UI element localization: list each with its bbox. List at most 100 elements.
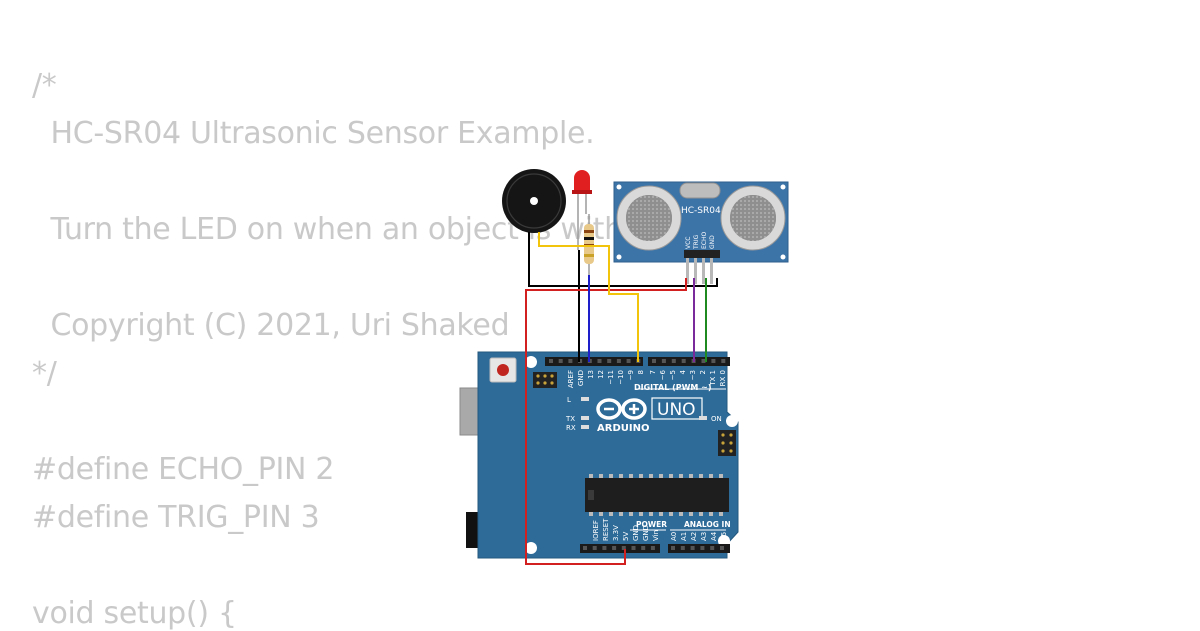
red-led[interactable] (572, 170, 592, 250)
pin-socket[interactable] (690, 546, 695, 550)
pin-socket[interactable] (583, 546, 587, 550)
pin-socket[interactable] (661, 359, 666, 363)
wire-5v (525, 278, 687, 565)
pin-socket[interactable] (720, 546, 724, 550)
digital-pin-label: AREF (567, 370, 575, 388)
power-pin-label: IOREF (592, 520, 600, 541)
microcontroller-chip (585, 474, 729, 516)
analog-pin-label: A2 (690, 532, 698, 541)
pin-socket[interactable] (616, 359, 621, 363)
pin-socket[interactable] (641, 546, 646, 550)
rx-led (581, 425, 589, 429)
code-line: #define TRIG_PIN 3 (32, 500, 320, 535)
mounting-hole (726, 415, 738, 427)
pin-socket[interactable] (711, 359, 716, 363)
digital-pin-label: ~10 (617, 370, 625, 385)
power-pin-label: GND (632, 525, 640, 541)
sensor-pin-label: ECHO (701, 232, 708, 249)
bottom-headers (580, 544, 730, 553)
digital-pin-label: 13 (587, 370, 595, 379)
digital-pin-label: ~5 (669, 370, 677, 380)
pin-socket[interactable] (597, 359, 602, 363)
code-line: HC-SR04 Ultrasonic Sensor Example. (32, 116, 595, 151)
pin-socket[interactable] (631, 546, 636, 550)
led-rim (572, 190, 592, 194)
wires (525, 232, 718, 565)
digital-header (545, 357, 730, 366)
pin-socket[interactable] (612, 546, 617, 550)
led-body (574, 170, 590, 192)
analog-pin-label: A4 (710, 531, 718, 541)
mounting-hole (525, 542, 537, 554)
digital-header-label: DIGITAL (PWM ~) (634, 383, 712, 392)
code-line: */ (32, 356, 57, 391)
pin-socket[interactable] (650, 546, 655, 550)
power-pin-label: GND (642, 525, 650, 541)
digital-pin-label: 8 (637, 370, 645, 374)
crystal-oscillator (679, 182, 721, 199)
wire-gnd-sensor (528, 232, 718, 287)
sensor-pin-label: GND (709, 235, 716, 249)
model-label: UNO (657, 400, 696, 420)
sensor-pin-label: VCC (685, 237, 692, 249)
ultrasonic-transducer-left (616, 185, 682, 251)
analog-pin-label: A0 (670, 532, 678, 541)
pin-socket[interactable] (607, 359, 612, 363)
pin-socket[interactable] (652, 359, 656, 363)
sensor-label: HC-SR04 (681, 206, 721, 216)
digital-pin-label: ~3 (689, 370, 697, 380)
buzzer-ring (506, 173, 562, 229)
pin-socket[interactable] (671, 546, 675, 550)
pin-socket[interactable] (558, 359, 563, 363)
power-pin-label: Vin (652, 530, 660, 541)
icsp-header-right (718, 430, 736, 456)
resistor[interactable] (584, 214, 594, 275)
digital-pin-label: 12 (597, 370, 605, 379)
pin-socket[interactable] (592, 546, 597, 550)
power-header-label: POWER (636, 520, 667, 529)
l-led (581, 397, 589, 401)
code-line: /* (32, 68, 57, 103)
buzzer-hole (530, 197, 538, 205)
pin-socket[interactable] (621, 546, 626, 550)
pin-socket[interactable] (549, 359, 553, 363)
digital-pin-label: TX 1 (709, 370, 717, 387)
digital-pin-label: RX 0 (719, 370, 727, 386)
power-led-label: ON (711, 415, 722, 423)
pin-socket[interactable] (671, 359, 676, 363)
power-pin-label: 5V (622, 532, 630, 541)
digital-pin-label: 7 (649, 370, 657, 374)
pin-socket[interactable] (681, 359, 686, 363)
pin-socket[interactable] (578, 359, 583, 363)
pin-socket[interactable] (680, 546, 685, 550)
pin-socket[interactable] (626, 359, 631, 363)
power-led (699, 416, 707, 420)
pin-socket[interactable] (701, 359, 706, 363)
l-led-label: L (567, 396, 571, 404)
analog-pin-label: A3 (700, 532, 708, 541)
pin-socket[interactable] (568, 359, 573, 363)
mounting-hole (525, 356, 537, 368)
digital-pin-label: 2 (699, 370, 707, 374)
piezo-buzzer[interactable] (502, 169, 566, 233)
analog-pin-label: A1 (680, 532, 688, 541)
pin-socket[interactable] (710, 546, 715, 550)
power-pin-label: 3.3V (612, 525, 620, 541)
bottom-pin-sockets (583, 546, 724, 550)
tx-led (581, 416, 589, 420)
code-line: #define ECHO_PIN 2 (32, 452, 335, 487)
uno-badge (651, 397, 703, 420)
power-pin-label: RESET (602, 518, 610, 541)
pin-socket[interactable] (700, 546, 705, 550)
analog-pin-label: A5 (720, 532, 728, 541)
wire-pin8-buzzer (538, 232, 639, 362)
pin-socket[interactable] (721, 359, 726, 363)
pin-socket[interactable] (602, 546, 607, 550)
rx-led-label: RX (566, 424, 576, 432)
brand-label: ARDUINO (597, 423, 649, 434)
